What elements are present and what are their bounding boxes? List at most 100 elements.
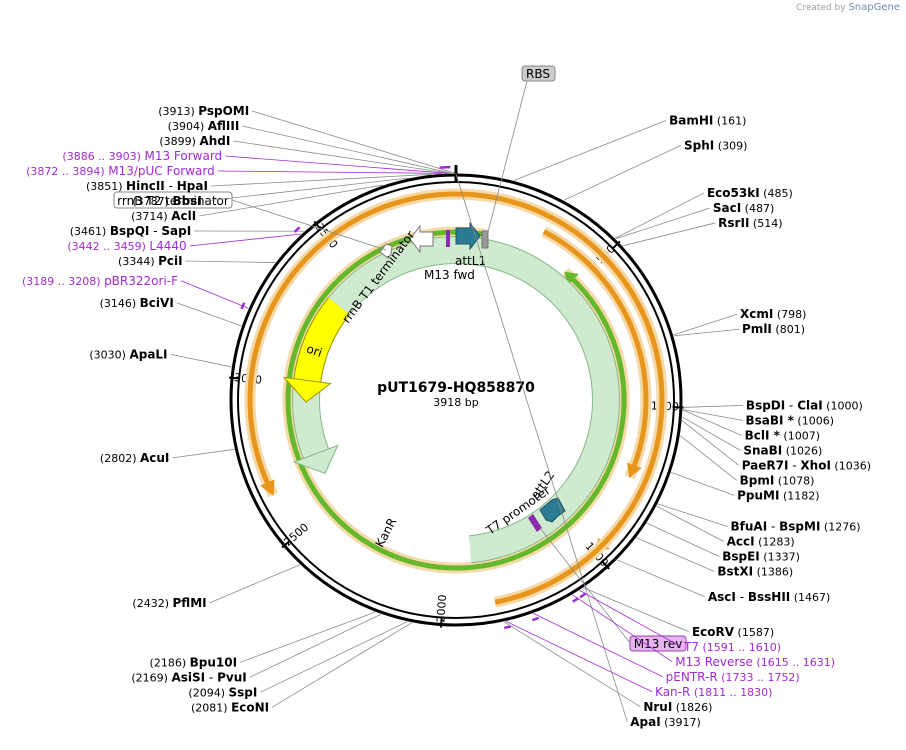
enzyme-label: (3913) PspOMI: [158, 104, 249, 118]
enzyme-name: BspQI: [110, 224, 150, 238]
enzyme-label: BsaBI * (1006): [745, 413, 834, 427]
enzyme-label: BamHI (161): [669, 113, 746, 127]
enzyme-position: (1386): [753, 565, 793, 578]
primer-leader: [189, 233, 302, 247]
enzyme-sep: -: [767, 519, 779, 533]
enzyme-name: AclI: [171, 209, 196, 223]
enzyme-name: PaeR7I: [742, 458, 789, 472]
feature-label-ori: ori: [305, 342, 324, 360]
rbs-label: RBS: [526, 67, 550, 81]
enzyme-sep: -: [785, 398, 797, 412]
primer-label: M13 Reverse (1615 .. 1631): [675, 655, 835, 669]
tick-mark: [440, 616, 443, 628]
enzyme-leader: [622, 222, 716, 247]
enzyme-label: BpmI (1078): [740, 473, 815, 487]
primer-site-mark: [531, 616, 540, 622]
enzyme-position: (1026): [782, 444, 822, 457]
enzyme-position: (1000): [823, 399, 863, 412]
primer-label: (3872 .. 3894) M13/pUC Forward: [26, 164, 215, 178]
rrnb-t2-arrow: [379, 243, 393, 259]
enzyme-name-2: SapI: [161, 224, 191, 238]
tick-label: 2500: [281, 521, 311, 549]
plasmid-length: 3918 bp: [433, 396, 478, 409]
enzyme-label: (2169) AsiSI - PvuI: [131, 670, 246, 684]
enzyme-position: (1337): [760, 550, 800, 563]
enzyme-label: XcmI (798): [740, 307, 806, 321]
enzyme-label: (3146) BciVI: [100, 296, 174, 310]
attl1-arrow: [455, 221, 481, 251]
primer-name: pENTR-R: [666, 670, 718, 684]
enzyme-position: (1036): [831, 459, 871, 472]
enzyme-label: AscI - BssHII (1467): [708, 590, 830, 604]
enzyme-label: BstXI (1386): [717, 564, 793, 578]
tick-mark: [281, 539, 292, 549]
enzyme-name-2: XhoI: [800, 458, 831, 472]
enzyme-position: (1182): [779, 489, 819, 502]
enzyme-label: PmlI (801): [742, 322, 805, 336]
snapgene-credit: Created by SnapGene: [796, 2, 900, 13]
enzyme-leader: [682, 409, 742, 436]
enzyme-position: (1283): [755, 535, 795, 548]
enzyme-leader: [185, 260, 276, 263]
enzyme-name: BamHI: [669, 113, 713, 127]
primer-range: (1591 .. 1610): [699, 641, 781, 654]
enzyme-leader: [616, 559, 706, 598]
primer-name: Kan-R: [655, 685, 690, 699]
enzyme-label: PpuMI (1182): [737, 488, 819, 502]
primer-site-mark: [579, 592, 587, 599]
enzyme-leader: [170, 353, 232, 368]
feature-arc-fill: [294, 298, 350, 383]
enzyme-name: ApaI: [630, 715, 660, 729]
enzyme-position: (1587): [734, 626, 774, 639]
primer-label: Kan-R (1811 .. 1830): [655, 685, 772, 699]
enzyme-label: (2186) Bpu10I: [150, 655, 238, 669]
enzyme-label: (2802) AcuI: [100, 451, 170, 465]
enzyme-label: RsrII (514): [718, 216, 782, 230]
enzyme-label: (3344) PciI: [118, 254, 183, 268]
enzyme-position: (2802): [100, 452, 140, 465]
enzyme-position: (3904): [168, 120, 208, 133]
enzyme-leader: [204, 177, 409, 202]
enzyme-leader: [682, 416, 741, 451]
enzyme-position: (3851): [86, 180, 126, 193]
enzyme-leader: [242, 125, 451, 174]
primer-leader: [180, 280, 249, 309]
enzyme-label: (3851) HincII - HpaI: [86, 179, 208, 193]
primer-sites: T7 (1591 .. 1610)M13 Reverse (1615 .. 16…: [22, 149, 835, 699]
primer-name: M13/pUC Forward: [108, 164, 215, 178]
primer-name: T7: [683, 640, 699, 654]
enzyme-name-2: HpaI: [177, 179, 208, 193]
rrnb-t1-arrow: [409, 224, 434, 254]
enzyme-name: AhdI: [199, 134, 230, 148]
enzyme-position: (3899): [159, 135, 199, 148]
enzyme-name: RsrII: [718, 216, 749, 230]
enzyme-name: NruI: [643, 700, 672, 714]
t7-promoter-marker: [528, 514, 542, 532]
enzyme-name: BstXI: [717, 564, 753, 578]
tick-mark: [600, 560, 610, 570]
enzyme-label: (3714) AclI: [131, 209, 196, 223]
enzyme-label: SacI (487): [713, 201, 774, 215]
primer-range: (3886 .. 3903): [62, 150, 144, 163]
enzyme-name: AccI: [727, 534, 755, 548]
enzyme-label: BclI * (1007): [745, 428, 820, 442]
enzyme-name: SnaBI: [743, 443, 782, 457]
primer-label: (3886 .. 3903) M13 Forward: [62, 149, 222, 163]
enzyme-leader: [455, 172, 628, 722]
primer-range: (3442 .. 3459): [67, 240, 149, 253]
primer-range: (1811 .. 1830): [690, 686, 772, 699]
enzyme-leader: [656, 505, 724, 542]
enzyme-label: (2432) PflMI: [132, 596, 206, 610]
enzyme-label: Eco53kI (485): [707, 186, 793, 200]
enzyme-name: PmlI: [742, 322, 772, 336]
rrnb-t2-leader: [231, 199, 387, 251]
primer-range: (3189 .. 3208): [22, 275, 104, 288]
enzyme-leader: [615, 192, 705, 239]
enzyme-position: (1007): [780, 429, 820, 442]
enzyme-leader: [670, 472, 735, 496]
enzyme-leader: [271, 622, 413, 708]
enzyme-name: PspOMI: [198, 104, 249, 118]
enzyme-leader: [210, 173, 432, 187]
enzyme-position: (3714): [131, 210, 171, 223]
enzyme-leader: [233, 140, 450, 174]
